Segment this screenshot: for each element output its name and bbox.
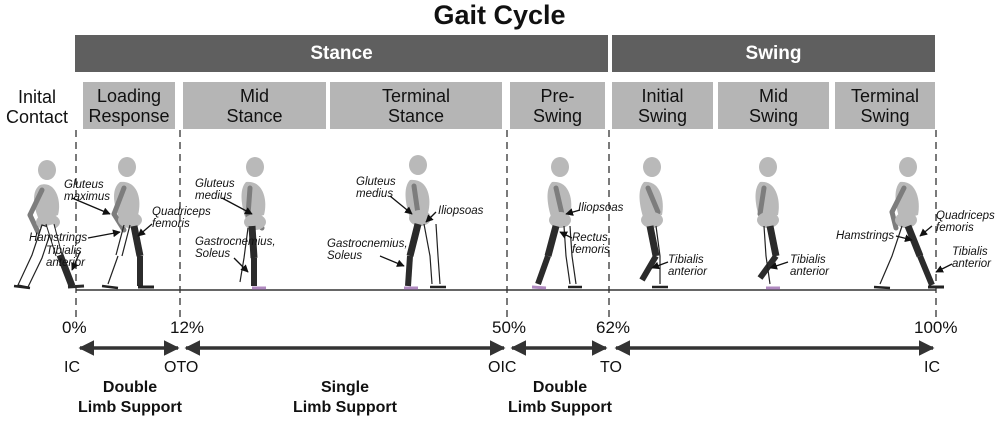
initial-contact-label: Inital Contact (5, 87, 69, 127)
event-ic-end: IC (924, 359, 940, 376)
event-oic: OIC (488, 359, 517, 376)
figure-initial-contact (13, 160, 85, 290)
pct-12: 12% (170, 318, 205, 337)
pct-100: 100% (914, 318, 958, 337)
stance-band: Stance (75, 35, 608, 72)
figure-initial-swing (639, 157, 668, 289)
label-hamstrings-1: Hamstrings (29, 232, 88, 244)
figure-terminal-stance (404, 155, 446, 290)
phase-pre-swing: Pre-Swing (510, 82, 605, 129)
event-ic-start: IC (64, 359, 80, 376)
swing-band: Swing (612, 35, 935, 72)
figure-pre-swing (531, 157, 582, 290)
label-gastrocnemius-1: Gastrocnemius,Soleus (195, 236, 276, 260)
figure-terminal-swing (873, 157, 944, 290)
pct-50: 50% (492, 318, 527, 337)
pct-62: 62% (596, 318, 631, 337)
diagram-title: Gait Cycle (433, 0, 566, 30)
figure-loading-response (101, 157, 154, 290)
swing-label: Swing (745, 42, 802, 64)
label-hamstrings-2: Hamstrings (836, 230, 895, 242)
label-iliopsoas-1: Iliopsoas (438, 205, 484, 217)
label-iliopsoas-2: Iliopsoas (578, 202, 624, 214)
label-gastrocnemius-2: Gastrocnemius,Soleus (327, 238, 408, 262)
pct-0: 0% (62, 318, 87, 337)
event-oto: OTO (164, 359, 199, 376)
muscle-pointers (71, 195, 953, 273)
figure-mid-stance (239, 157, 266, 290)
stance-label: Stance (310, 42, 373, 64)
figure-mid-swing (755, 157, 780, 290)
event-to: TO (600, 359, 622, 376)
